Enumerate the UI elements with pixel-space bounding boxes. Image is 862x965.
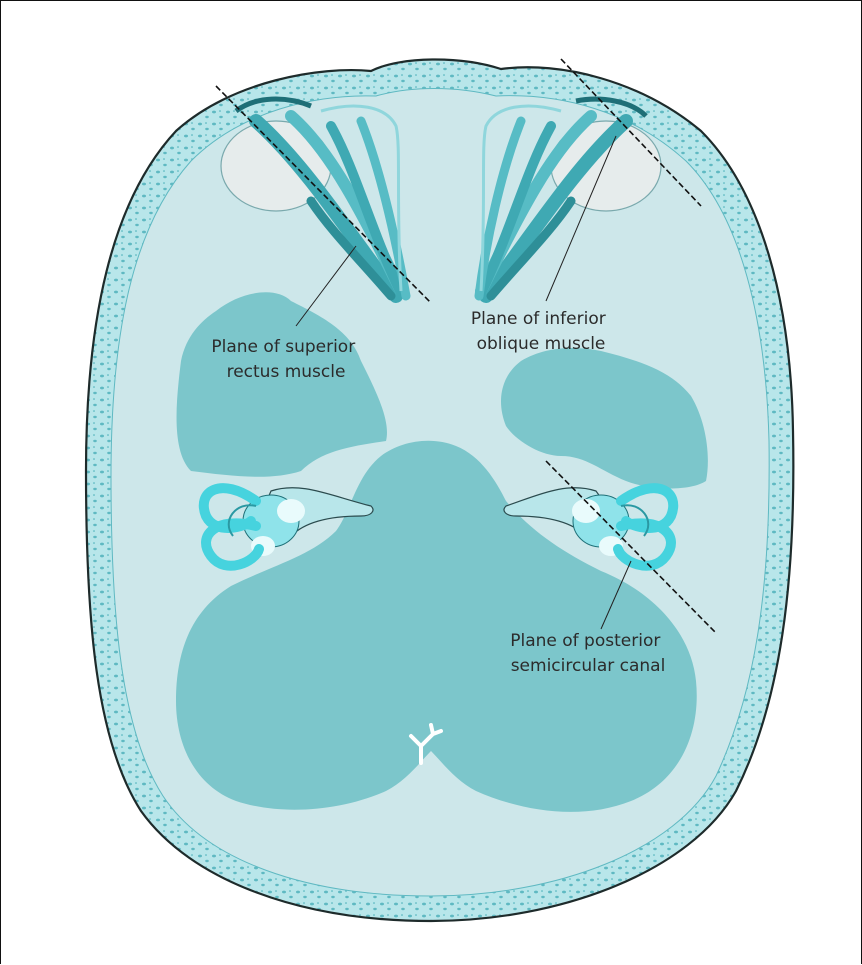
- skull-cross-section-diagram: Plane of superior rectus muscle Plane of…: [1, 1, 862, 965]
- diagram-frame: Plane of superior rectus muscle Plane of…: [0, 0, 862, 964]
